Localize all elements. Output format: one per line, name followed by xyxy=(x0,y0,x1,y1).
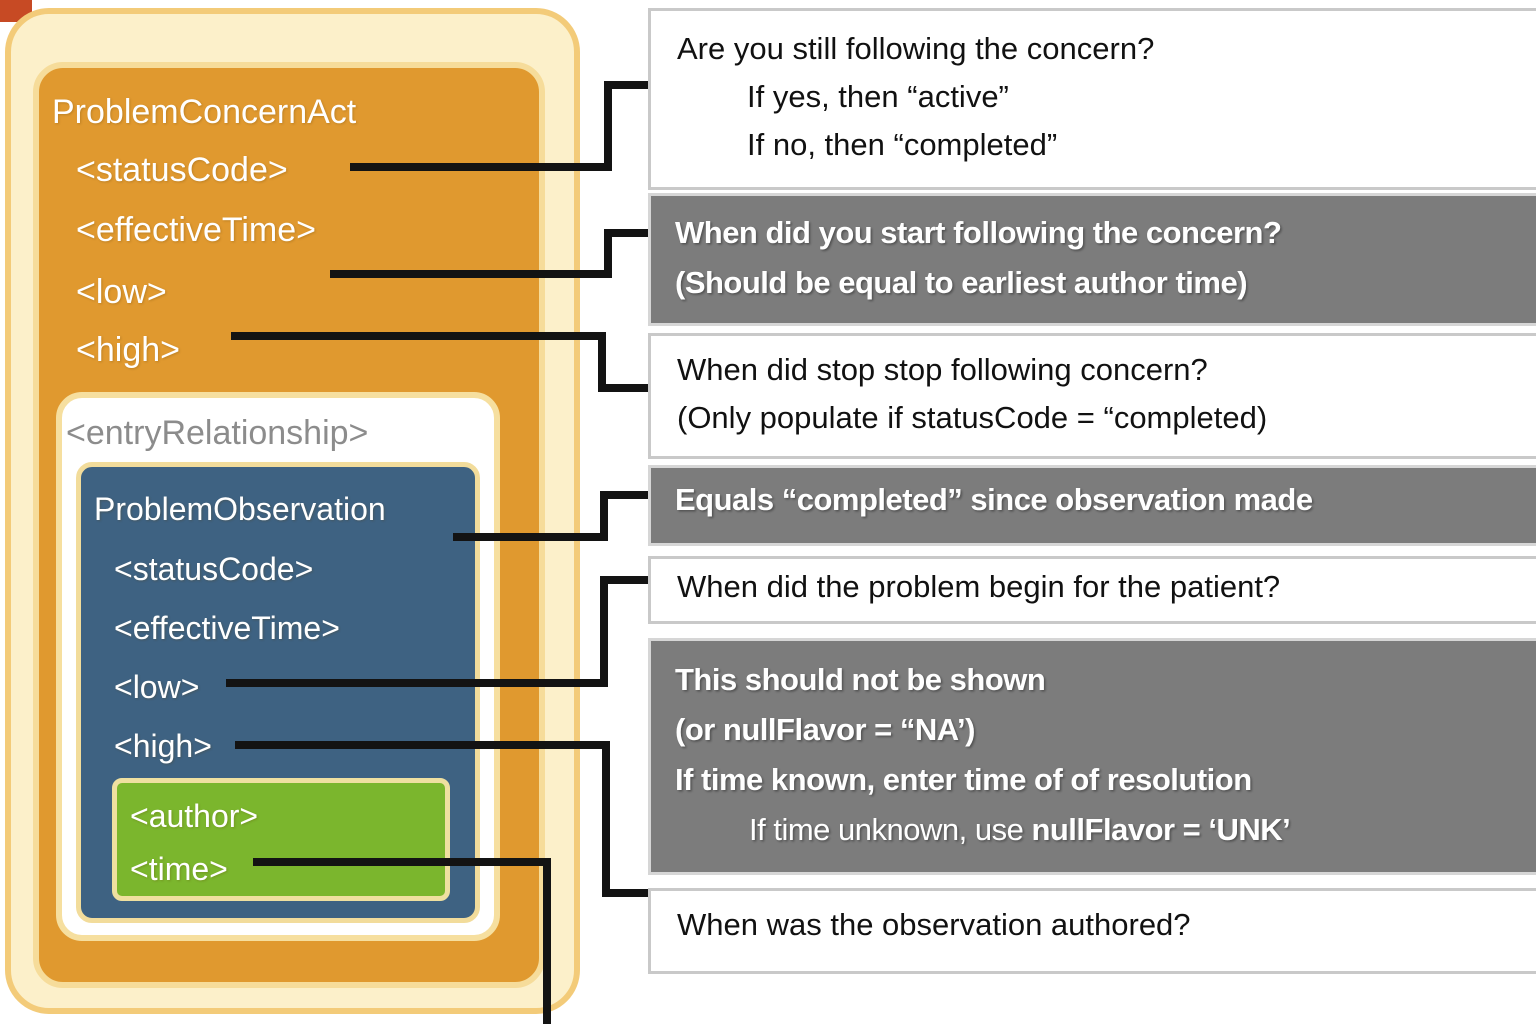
concern-act-low: <low> xyxy=(76,273,167,311)
observation-title: ProblemObservation xyxy=(94,491,386,527)
connector-obs-low-h xyxy=(226,679,608,687)
connector-obs-low-h2 xyxy=(600,576,648,584)
observation-low: <low> xyxy=(114,669,200,705)
connector-obs-low-v xyxy=(600,576,608,687)
note-line: When did the problem begin for the patie… xyxy=(677,569,1281,604)
connector-time-v xyxy=(543,858,551,1024)
note-effective-time: When did you start following the concern… xyxy=(648,193,1536,326)
connector-obs-high-h xyxy=(235,741,610,749)
connector-high-v xyxy=(598,332,606,392)
note-line: If time known, enter time of of resoluti… xyxy=(675,762,1252,797)
observation-effective-time: <effectiveTime> xyxy=(114,610,340,646)
concern-act-high: <high> xyxy=(76,331,180,369)
connector-observation-h xyxy=(453,533,608,541)
author-label: <author> xyxy=(130,798,259,834)
author-box xyxy=(112,778,450,901)
note-line: This should not be shown xyxy=(675,662,1046,697)
time-label: <time> xyxy=(130,851,228,887)
note-line: When did stop stop following concern? xyxy=(677,352,1208,387)
observation-status-code: <statusCode> xyxy=(114,551,314,587)
note-line: (Only populate if statusCode = “complete… xyxy=(677,400,1268,435)
note-line: Equals “completed” since observation mad… xyxy=(675,482,1313,517)
connector-observation-h2 xyxy=(600,491,648,499)
note-line: If time unknown, use nullFlavor = ‘UNK’ xyxy=(675,805,1536,855)
entry-relationship-label: <entryRelationship> xyxy=(66,414,369,452)
note-observation-low: When did the problem begin for the patie… xyxy=(648,556,1536,624)
connector-status-code-v xyxy=(604,81,612,171)
note-line: If yes, then “active” xyxy=(747,79,1009,114)
note-line: When did you start following the concern… xyxy=(675,215,1282,250)
observation-high: <high> xyxy=(114,728,212,764)
connector-high-h xyxy=(231,332,606,340)
connector-effective-time-v xyxy=(604,229,612,278)
note-line: (or nullFlavor = “NA’) xyxy=(675,712,975,747)
note-author-time: When was the observation authored? xyxy=(648,888,1536,974)
note-line: Are you still following the concern? xyxy=(677,31,1155,66)
connector-high-h2 xyxy=(598,384,648,392)
connector-obs-high-v xyxy=(602,741,610,897)
connector-effective-time-h xyxy=(330,270,612,278)
connector-status-code-h xyxy=(350,163,612,171)
connector-time-h xyxy=(253,858,551,866)
note-observation-status: Equals “completed” since observation mad… xyxy=(648,465,1536,546)
connector-effective-time-h2 xyxy=(604,229,648,237)
note-line: When was the observation authored? xyxy=(677,907,1191,942)
connector-status-code-h2 xyxy=(604,81,648,89)
note-observation-high: This should not be shown (or nullFlavor … xyxy=(648,638,1536,875)
note-line: (Should be equal to earliest author time… xyxy=(675,265,1248,300)
connector-observation-v xyxy=(600,491,608,541)
connector-obs-high-h2 xyxy=(602,889,648,897)
note-line-bold: nullFlavor = ‘UNK’ xyxy=(1031,812,1291,847)
note-high: When did stop stop following concern? (O… xyxy=(648,333,1536,459)
note-line: If no, then “completed” xyxy=(747,127,1058,162)
concern-act-status-code: <statusCode> xyxy=(76,151,288,189)
note-status-code: Are you still following the concern? If … xyxy=(648,8,1536,190)
concern-act-title: ProblemConcernAct xyxy=(52,93,357,131)
note-line-prefix: If time unknown, use xyxy=(749,812,1032,847)
concern-act-effective-time: <effectiveTime> xyxy=(76,211,317,249)
